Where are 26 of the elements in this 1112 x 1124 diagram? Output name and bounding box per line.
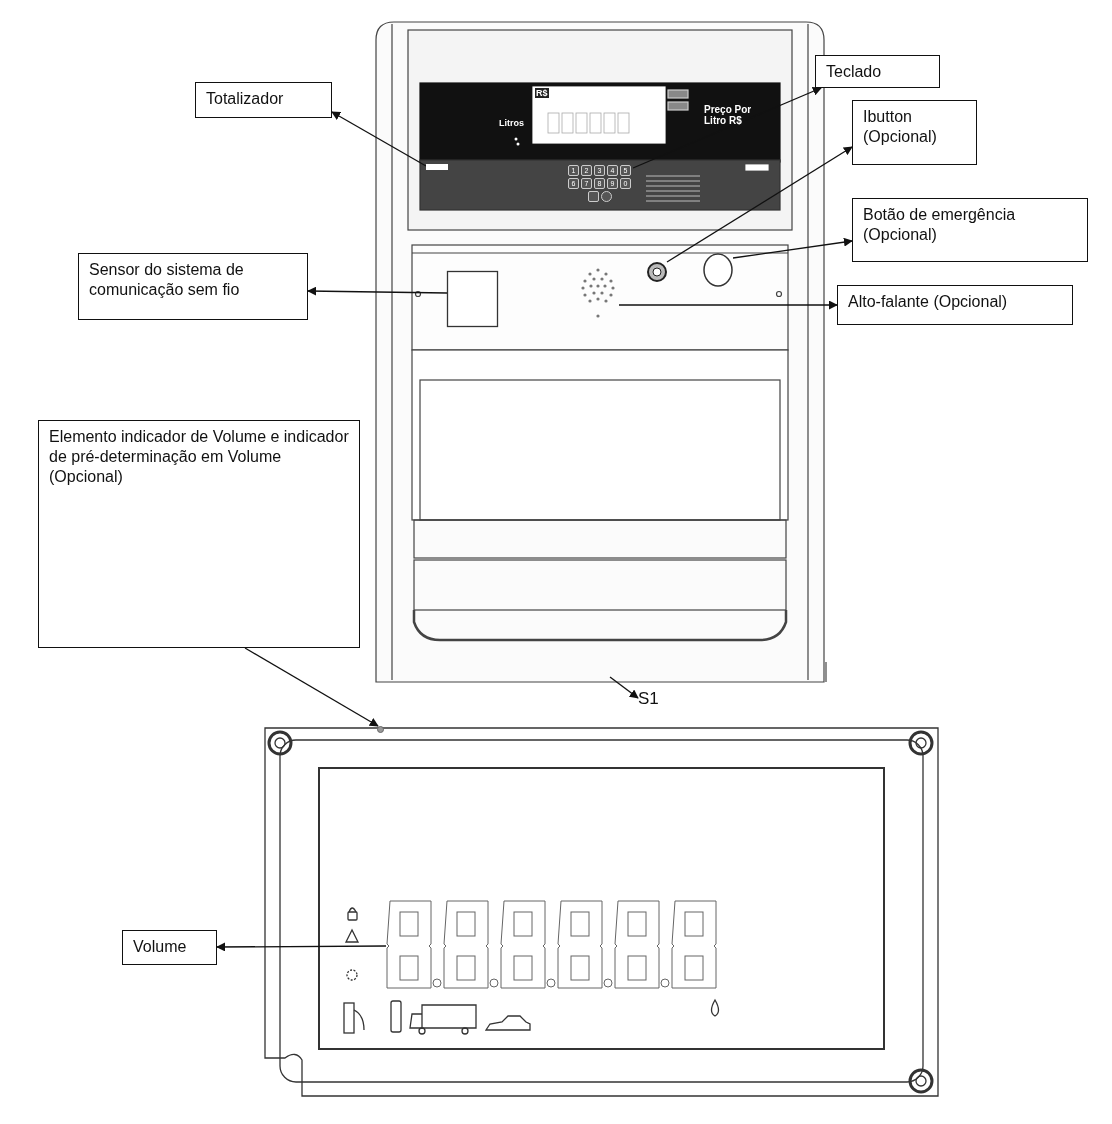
arrow (609, 676, 639, 699)
indicator-dot (377, 726, 384, 733)
callout-box: Ibutton (Opcional) (852, 100, 977, 165)
callout-box: Botão de emergência (Opcional) (852, 198, 1088, 262)
callout-box: Elemento indicador de Volume e indicador de pré-determinação em Volume (Opcional) (38, 420, 360, 648)
currency-label: R$ (535, 88, 549, 98)
price-label: Preço Por Litro R$ (704, 104, 753, 126)
part-label: S1 (638, 689, 668, 711)
arrow (244, 647, 379, 727)
arrow (216, 942, 387, 952)
sensor-window (447, 271, 498, 327)
keypad (566, 163, 633, 205)
callout-box: Teclado (815, 55, 940, 88)
arrow (307, 286, 448, 296)
callout-box: Volume (122, 930, 217, 965)
callout-box: Totalizador (195, 82, 332, 118)
arrow (331, 111, 427, 167)
arrow (632, 87, 822, 169)
callout-box: Sensor do sistema de comunicação sem fio (78, 253, 308, 320)
totalizer-window (426, 164, 448, 170)
arrow (618, 300, 838, 310)
callout-box: Alto-falante (Opcional) (837, 285, 1073, 325)
unit-label: Litros (499, 118, 524, 128)
arrow (732, 237, 853, 259)
emergency-button (703, 253, 733, 287)
arrow (666, 146, 853, 263)
